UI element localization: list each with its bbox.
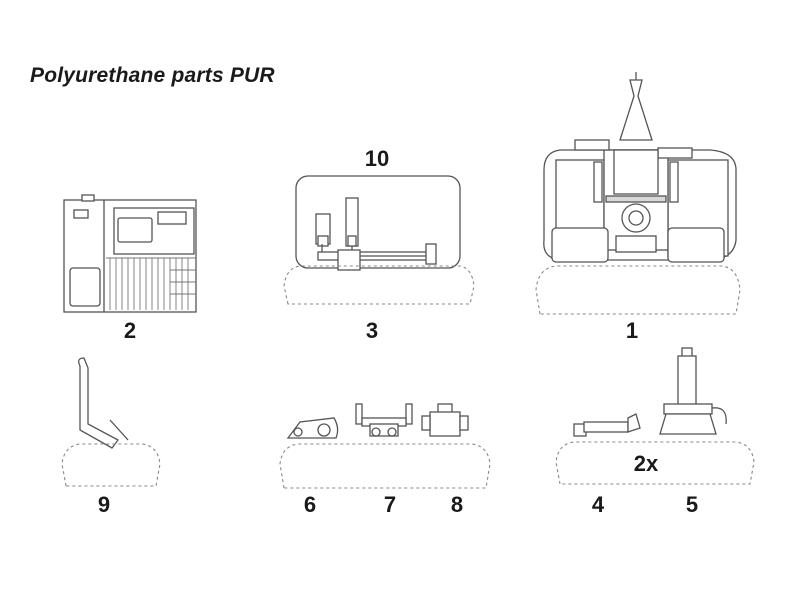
part-1-assembly bbox=[543, 72, 737, 263]
parts-4-5-base bbox=[555, 441, 755, 485]
label-part-10: 10 bbox=[364, 146, 390, 171]
label-part-1: 1 bbox=[625, 318, 639, 343]
label-part-2: 2 bbox=[123, 318, 137, 343]
label-part-8: 8 bbox=[450, 492, 464, 517]
label-part-5: 5 bbox=[685, 492, 699, 517]
part-4-lever bbox=[573, 413, 641, 437]
label-part-4: 4 bbox=[591, 492, 605, 517]
part-8-block bbox=[421, 403, 469, 437]
part-5-post bbox=[659, 347, 727, 435]
part-3-base bbox=[283, 265, 475, 305]
label-part-7: 7 bbox=[383, 492, 397, 517]
parts-6-7-8-base bbox=[279, 443, 491, 489]
part-9-base bbox=[61, 443, 161, 487]
part-6-plate bbox=[286, 417, 339, 439]
part-7-clamp bbox=[355, 403, 413, 437]
part-10-frame bbox=[295, 175, 461, 269]
part-3-mechanism bbox=[315, 197, 437, 271]
label-part-3: 3 bbox=[365, 318, 379, 343]
label-quantity-4-5: 2x bbox=[633, 451, 659, 476]
label-part-9: 9 bbox=[97, 492, 111, 517]
part-9-bracket bbox=[78, 357, 129, 449]
label-part-6: 6 bbox=[303, 492, 317, 517]
part-1-base bbox=[535, 265, 741, 315]
diagram-title: Polyurethane parts PUR bbox=[30, 64, 275, 87]
part-2-panel bbox=[63, 194, 197, 313]
